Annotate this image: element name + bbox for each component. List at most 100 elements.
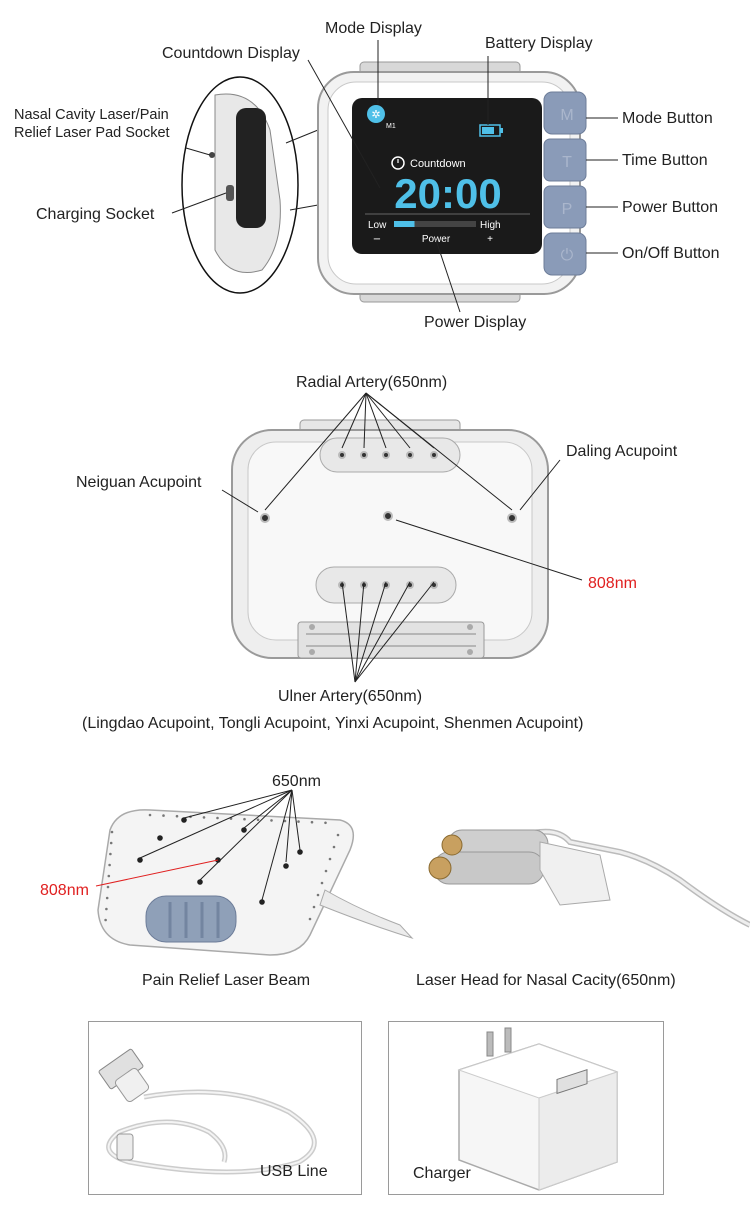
alarm-clock-icon — [391, 156, 405, 170]
charger-illustration — [457, 1027, 619, 1191]
label-charging-socket: Charging Socket — [36, 206, 155, 223]
pad-edge-dot — [105, 907, 108, 911]
usb-cable-illustration — [98, 1048, 317, 1175]
label-neiguan: Neiguan Acupoint — [76, 474, 202, 491]
radial-laser-dot — [430, 451, 438, 459]
pad-edge-dot — [332, 845, 336, 849]
pad-edge-dot — [308, 917, 312, 921]
charging-socket — [226, 185, 234, 201]
device-screen — [352, 98, 542, 254]
label-radial-artery: Radial Artery(650nm) — [296, 374, 448, 391]
usb-port — [556, 1069, 588, 1095]
label-nasal-laser-head: Laser Head for Nasal Cacity(650nm) — [416, 972, 676, 989]
pad-edge-dot — [328, 857, 332, 861]
strap-clip — [297, 621, 485, 659]
device-front-illustration: ✲ M1 Countdown 20:00 Low High − Power + … — [171, 40, 618, 313]
accessories-illustration — [95, 789, 750, 956]
side-buttons: M T P ⏻ — [543, 91, 587, 276]
pad-edge-dot — [310, 820, 314, 824]
countdown-text: Countdown — [410, 158, 466, 170]
power-bar-fill — [394, 221, 415, 227]
pad-laser-hole — [241, 827, 247, 833]
section1-leader-lines — [171, 40, 618, 313]
pad-laser-hole — [181, 817, 187, 823]
pad-laser-hole — [197, 879, 203, 885]
pad-edge-dot — [283, 819, 287, 823]
pad-edge-dot — [106, 885, 110, 889]
label-808nm-pad: 808nm — [40, 882, 89, 899]
pad-edge-dot — [148, 813, 152, 817]
laser-pad-socket — [209, 152, 215, 158]
label-mode-button: Mode Button — [622, 110, 713, 127]
label-time-button: Time Button — [622, 152, 708, 169]
pad-edge-dot — [270, 819, 273, 822]
label-650nm: 650nm — [272, 773, 321, 790]
onoff-button-graphic — [543, 232, 587, 276]
radial-laser-dot — [406, 451, 414, 459]
label-usb-line: USB Line — [260, 1163, 328, 1180]
label-power-button: Power Button — [622, 199, 719, 216]
svg-text:⏻: ⏻ — [561, 245, 574, 264]
pad-edge-dot — [162, 814, 165, 817]
plus-label: + — [487, 234, 493, 245]
power-bar-track — [394, 221, 476, 227]
countdown-time: 20:00 — [394, 170, 501, 217]
pad-edge-dot — [109, 841, 113, 845]
label-pain-relief-beam: Pain Relief Laser Beam — [142, 972, 311, 989]
neiguan-laser-dot — [260, 513, 270, 523]
svg-text:M: M — [560, 107, 573, 124]
pad-edge-dot — [324, 821, 327, 825]
side-screen-edge — [236, 108, 266, 228]
label-onoff-button: On/Off Button — [622, 245, 720, 262]
pad-edge-dot — [216, 816, 219, 820]
low-label: Low — [368, 220, 387, 231]
usb-line-box: USB Line — [88, 1021, 362, 1195]
label-ulner-artery: Ulner Artery(650nm) — [278, 688, 423, 705]
pad-edge-dot — [107, 874, 111, 878]
side-zoom-outline — [181, 76, 299, 294]
pad-edge-dot — [320, 881, 324, 885]
svg-text:✲: ✲ — [371, 108, 380, 121]
mode-text: M1 — [386, 123, 396, 130]
pad-edge-dot — [110, 830, 114, 834]
micro-usb-plug — [116, 1133, 134, 1161]
center-808nm-dot — [383, 511, 393, 521]
high-label: High — [480, 220, 501, 231]
svg-text:T: T — [562, 154, 572, 171]
pad-laser-hole — [157, 835, 163, 841]
pad-edge-dot — [108, 863, 111, 867]
svg-text:P: P — [562, 201, 573, 218]
section3-leader-lines — [95, 789, 301, 901]
pad-edge-dot — [256, 818, 260, 822]
pad-cable — [319, 889, 414, 940]
label-charger: Charger — [413, 1165, 471, 1182]
pad-edge-dot — [297, 820, 300, 823]
pad-edge-dot — [336, 833, 340, 837]
pad-edge-dot — [243, 817, 246, 821]
label-countdown-display: Countdown Display — [162, 45, 300, 62]
pad-laser-hole — [259, 899, 265, 905]
mode-button-graphic — [543, 91, 587, 135]
radial-laser-dot — [360, 451, 368, 459]
label-daling: Daling Acupoint — [566, 443, 678, 460]
label-mode-display: Mode Display — [325, 20, 422, 37]
pad-edge-dot — [202, 816, 206, 819]
pad-edge-dot — [105, 896, 109, 900]
usb-cable — [106, 1089, 317, 1175]
section2-leader-lines — [221, 392, 583, 683]
pad-laser-hole — [283, 863, 289, 869]
label-nasal-socket-2: Relief Laser Pad Socket — [14, 125, 170, 141]
label-808nm-back: 808nm — [588, 575, 637, 592]
label-nasal-socket-1: Nasal Cavity Laser/Pain — [14, 107, 169, 123]
pad-grip — [145, 895, 237, 943]
radial-laser-dot — [382, 451, 390, 459]
minus-label: − — [373, 234, 381, 245]
pad-edge-dot — [312, 905, 316, 909]
device-back-illustration — [221, 392, 583, 683]
mode-icon — [367, 105, 385, 123]
pad-edge-dot — [109, 852, 112, 856]
power-label: Power — [422, 234, 451, 245]
label-acupoints-list: (Lingdao Acupoint, Tongli Acupoint, Yinx… — [82, 715, 584, 732]
label-battery-display: Battery Display — [485, 35, 593, 52]
pad-edge-dot — [324, 869, 328, 873]
